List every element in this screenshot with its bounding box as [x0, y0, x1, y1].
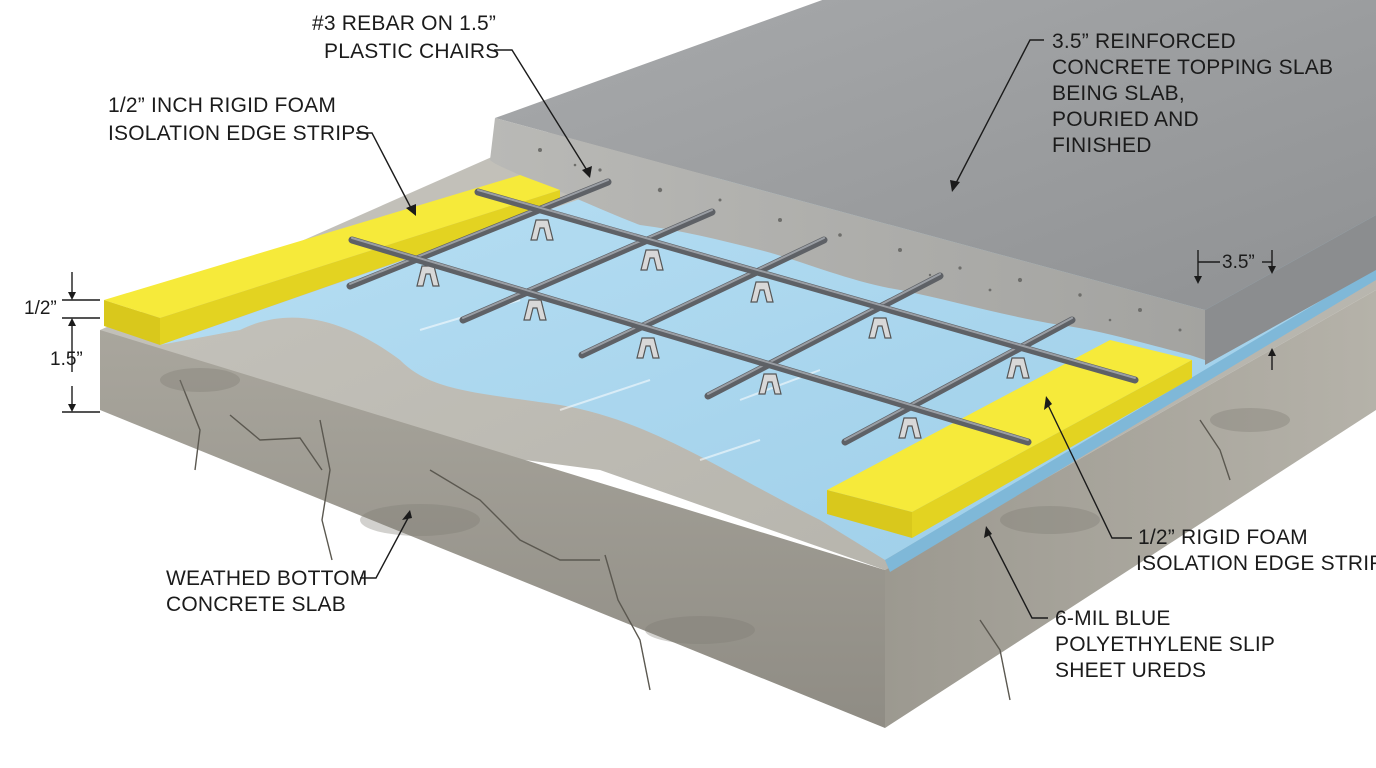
plastic-chair	[416, 265, 440, 287]
topping-thickness-dim: 3.5”	[1222, 252, 1255, 273]
plastic-chair	[523, 299, 547, 321]
rebar-transverse	[841, 316, 1076, 446]
rebar-transverse-highlight	[707, 273, 941, 395]
callout-bottom-slab: WEATHED BOTTOM CONCRETE SLAB	[166, 510, 412, 616]
chair-height-dim: 1.5”	[50, 349, 83, 370]
rebar-longitudinal	[348, 236, 1032, 446]
surface-cracks	[179, 379, 1231, 701]
callout-rebar: #3 REBAR ON 1.5” PLASTIC CHAIRS	[312, 12, 592, 178]
dimension-chair: 1.5”	[50, 340, 100, 413]
callout-foam-right: 1/2” RIGID FOAM ISOLATION EDGE STRIPS	[1044, 396, 1376, 575]
rebar-longitudinal-highlight	[351, 237, 1029, 441]
rebar-grid	[346, 178, 1139, 446]
topping-label-line-5: FINISHED	[1052, 134, 1152, 157]
bottom-slab-label-line-1: WEATHED BOTTOM	[166, 567, 368, 590]
rebar-longitudinal	[474, 188, 1139, 384]
foam-strip-left	[104, 175, 560, 345]
bottom-slab-side-face	[885, 290, 1376, 728]
dimension-foam: 1/2”	[24, 272, 100, 340]
rebar-transverse	[704, 272, 944, 400]
rebar-label-line-1: #3 REBAR ON 1.5”	[312, 12, 496, 35]
callout-foam-left: 1/2” INCH RIGID FOAM ISOLATION EDGE STRI…	[108, 94, 416, 216]
foam-thickness-dim: 1/2”	[24, 298, 57, 319]
rebar-transverse-highlight	[462, 209, 713, 319]
topping-slab-side-face	[1205, 215, 1376, 365]
plastic-chair	[758, 373, 782, 395]
topping-label-line-1: 3.5” REINFORCED	[1052, 30, 1236, 53]
dimension-topping: 3.5”	[1194, 250, 1276, 370]
topping-slab	[490, 0, 1376, 365]
plastic-chair	[530, 219, 554, 241]
foam-left-label-line-1: 1/2” INCH RIGID FOAM	[108, 94, 336, 117]
callout-topping: 3.5” REINFORCED CONCRETE TOPPING SLAB BE…	[950, 30, 1333, 192]
topping-slab-top	[495, 0, 1376, 310]
plastic-chair	[750, 281, 774, 303]
rebar-transverse	[459, 208, 716, 324]
bottom-slab-label-line-2: CONCRETE SLAB	[166, 593, 346, 616]
plastic-chair	[898, 417, 922, 439]
callout-slip-sheet: 6-MIL BLUE POLYETHYLENE SLIP SHEET UREDS	[984, 526, 1275, 682]
foam-left-label-line-2: ISOLATION EDGE STRIPS	[108, 122, 370, 145]
slip-sheet-label-line-1: 6-MIL BLUE	[1055, 607, 1171, 630]
plastic-chair	[636, 337, 660, 359]
rebar-transverse-highlight	[349, 179, 609, 285]
slip-sheet-label-line-2: POLYETHYLENE SLIP	[1055, 633, 1275, 656]
foam-strip-right	[827, 340, 1192, 538]
rebar-transverse	[346, 178, 612, 290]
plastic-chair	[868, 317, 892, 339]
topping-slab-broken-face	[490, 118, 1205, 360]
rebar-transverse	[578, 236, 828, 359]
rebar-label-line-2: PLASTIC CHAIRS	[324, 40, 500, 63]
foam-right-label-line-1: 1/2” RIGID FOAM	[1138, 526, 1308, 549]
topping-label-line-4: POURIED AND	[1052, 108, 1199, 131]
slip-sheet-label-line-3: SHEET UREDS	[1055, 659, 1206, 682]
rebar-longitudinal-highlight	[477, 189, 1136, 379]
plastic-chair	[1006, 357, 1030, 379]
foam-right-label-line-2: ISOLATION EDGE STRIPS	[1136, 552, 1376, 575]
plastic-chair	[640, 249, 664, 271]
rebar-transverse-highlight	[581, 237, 825, 354]
rebar-transverse-highlight	[844, 317, 1073, 441]
topping-label-line-2: CONCRETE TOPPING SLAB	[1052, 56, 1333, 79]
slip-sheet-edge	[885, 268, 1376, 572]
topping-label-line-3: BEING SLAB,	[1052, 82, 1185, 105]
bottom-slab-front-face	[100, 330, 885, 728]
concrete-mottling	[160, 368, 1290, 644]
